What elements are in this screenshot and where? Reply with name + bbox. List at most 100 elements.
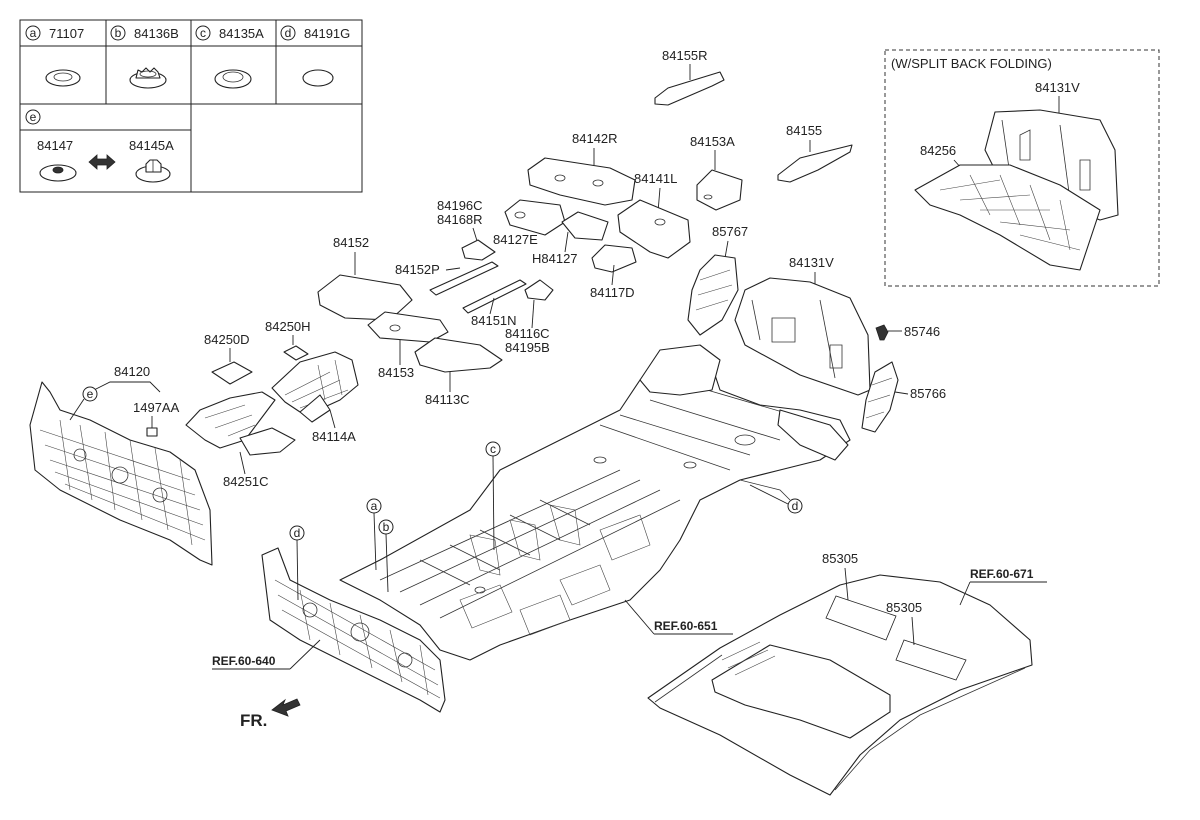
- callout-b-letter: b: [383, 520, 390, 534]
- label-84117D: 84117D: [590, 285, 635, 300]
- front-arrow-icon: [271, 698, 301, 717]
- callout-e: [82, 386, 98, 402]
- label-85305-b: 85305: [886, 600, 922, 615]
- quarter-pad-85767: 85767: [687, 224, 748, 336]
- pad-84250H: 84250H: [265, 319, 311, 361]
- label-84195B: 84195B: [505, 340, 550, 355]
- legend-table: a 71107 b 84136B c 84135A d 84191G e: [19, 19, 363, 193]
- clip-85746: 85746: [875, 324, 940, 341]
- pad-84155R: 84155R: [654, 48, 725, 106]
- pad-H84127: H84127: [532, 211, 609, 266]
- label-84151N: 84151N: [471, 313, 517, 328]
- grommet-71107-icon: [45, 69, 81, 87]
- label-84251C: 84251C: [223, 474, 269, 489]
- legend-part-84135A: 84135A: [219, 26, 264, 41]
- legend-callout-b: [110, 25, 126, 41]
- label-H84127: H84127: [532, 251, 578, 266]
- label-84113C: 84113C: [425, 392, 470, 407]
- grommet-84136B-icon: [129, 67, 167, 89]
- quarter-pad-85766: 85766: [861, 361, 946, 433]
- label-85767: 85767: [712, 224, 748, 239]
- pad-84116C: 84116C 84195B: [505, 279, 554, 355]
- legend-part-84147: 84147: [37, 138, 73, 153]
- strip-84151N: 84151N: [462, 279, 527, 328]
- ref-60-640: REF.60-640: [212, 639, 321, 670]
- callout-a-letter: a: [371, 499, 378, 513]
- plug-84191G-icon: [302, 69, 334, 87]
- legend-part-71107: 71107: [49, 26, 84, 41]
- inset-floor-insulator: [914, 164, 1101, 271]
- dash-insulator-84120: 84120 e 1497AA: [29, 364, 213, 566]
- inset-title: (W/SPLIT BACK FOLDING): [891, 56, 1052, 71]
- label-84250D: 84250D: [204, 332, 250, 347]
- floor-callouts: a b c d d: [289, 441, 803, 601]
- legend-letter-d: d: [285, 26, 292, 40]
- label-84153A: 84153A: [690, 134, 735, 149]
- legend-callout-d: [280, 25, 296, 41]
- strip-84152P: 84152P: [395, 261, 499, 296]
- callout-d-left-letter: d: [294, 526, 301, 540]
- inset-seatback-insulator: [984, 109, 1119, 221]
- ref-60-671-label: REF.60-671: [970, 567, 1034, 581]
- legend-part-84136B: 84136B: [134, 26, 179, 41]
- double-arrow-icon: [88, 154, 116, 170]
- seatback-insulator-84131V: 84131V: [734, 255, 871, 396]
- front-direction-label: FR.: [240, 711, 267, 730]
- label-84114A: 84114A: [312, 429, 356, 444]
- callout-d-right: [787, 498, 803, 514]
- label-84155: 84155: [786, 123, 822, 138]
- grommet-84135A-icon: [214, 69, 252, 89]
- label-84142R: 84142R: [572, 131, 618, 146]
- inset-label-84131V: 84131V: [1035, 80, 1080, 95]
- pad-84113C: 84113C: [414, 337, 503, 407]
- label-85305-a: 85305: [822, 551, 858, 566]
- nut-84145A-icon: [135, 159, 171, 183]
- inset-label-84256: 84256: [920, 143, 956, 158]
- clip-84147-icon: [39, 164, 77, 182]
- label-84127E: 84127E: [493, 232, 538, 247]
- label-84116C: 84116C: [505, 326, 550, 341]
- legend-letter-c: c: [200, 26, 206, 40]
- ref-60-671: REF.60-671: [959, 567, 1047, 606]
- ref-60-651-label: REF.60-651: [654, 619, 718, 633]
- legend-part-84145A: 84145A: [129, 138, 174, 153]
- pad-84153: 84153: [367, 311, 449, 380]
- pad-84196C: 84196C 84168R: [437, 198, 496, 261]
- main-floor-panel: [339, 344, 851, 661]
- pad-84250D: 84250D: [204, 332, 253, 385]
- legend-callout-e: [25, 109, 41, 125]
- pad-84142R: 84142R: [527, 131, 636, 206]
- legend-callout-c: [195, 25, 211, 41]
- ref-60-651: REF.60-651: [624, 599, 733, 635]
- tunnel-pad-84114A: 84114A: [271, 351, 359, 444]
- label-84196C: 84196C: [437, 198, 483, 213]
- label-84131V: 84131V: [789, 255, 834, 270]
- pad-84153A: 84153A: [690, 134, 743, 211]
- label-1497AA: 1497AA: [133, 400, 180, 415]
- label-84152: 84152: [333, 235, 369, 250]
- insulator-84251C: 84251C: [185, 391, 296, 489]
- legend-part-84191G: 84191G: [304, 26, 350, 41]
- legend-letter-a: a: [30, 26, 37, 40]
- pad-84155: 84155: [777, 123, 853, 183]
- front-direction-indicator: FR.: [240, 698, 301, 730]
- split-back-folding-inset: (W/SPLIT BACK FOLDING) 84131V 84256: [884, 49, 1160, 287]
- callout-d-right-letter: d: [792, 499, 799, 513]
- label-84250H: 84250H: [265, 319, 311, 334]
- legend-callout-a: [25, 25, 41, 41]
- callout-c-letter: c: [490, 442, 496, 456]
- label-84155R: 84155R: [662, 48, 708, 63]
- pad-84117D: 84117D: [590, 244, 637, 300]
- label-85746: 85746: [904, 324, 940, 339]
- legend-letter-b: b: [115, 26, 122, 40]
- label-84152P: 84152P: [395, 262, 440, 277]
- legend-letter-e: e: [30, 110, 37, 124]
- label-85766: 85766: [910, 386, 946, 401]
- ref-60-640-label: REF.60-640: [212, 654, 276, 668]
- callout-e-letter: e: [87, 387, 94, 401]
- label-84120: 84120: [114, 364, 150, 379]
- label-84153: 84153: [378, 365, 414, 380]
- roof-panel: 85305 85305: [647, 551, 1033, 796]
- label-84168R: 84168R: [437, 212, 483, 227]
